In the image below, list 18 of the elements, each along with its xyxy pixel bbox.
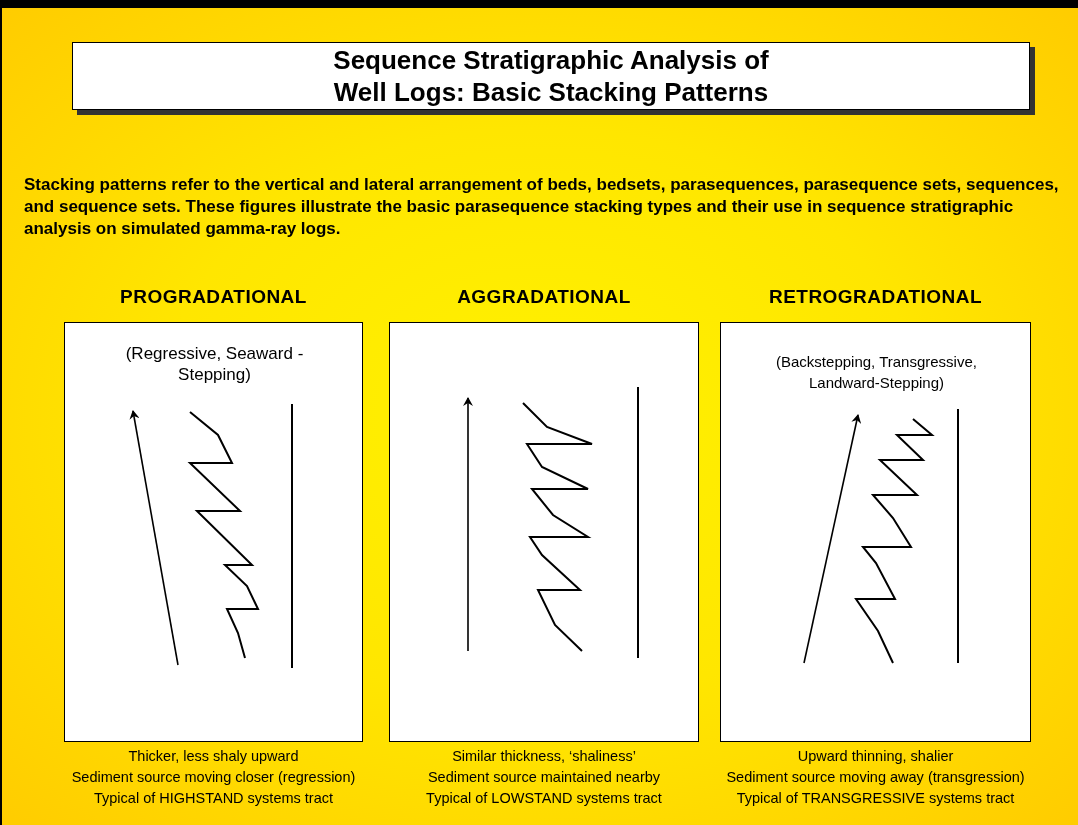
log-panel <box>389 322 699 742</box>
caption-line: Sediment source moving closer (regression) <box>71 768 356 787</box>
panel-heading: AGGRADATIONAL <box>456 285 632 309</box>
log-panel <box>64 322 363 742</box>
caption-line: Sediment source moving away (transgression) <box>726 768 1025 787</box>
panel-heading: PROGRADATIONAL <box>119 285 308 309</box>
caption-line: Similar thickness, ‘shaliness’ <box>452 747 636 766</box>
caption-line: Typical of HIGHSTAND systems tract <box>94 789 333 808</box>
intro-paragraph: Stacking patterns refer to the vertical and lateral arrangement of beds, bedsets, parasequences, parasequence sets, sequences, and sequence sets. These figures illustrate the basic parasequence stacking types and their use in sequence stratigraphic analysis on simulated gamma-ray logs. <box>24 174 1060 240</box>
panel-subtitle: (Backstepping, Transgressive, Landward-Stepping) <box>775 352 978 393</box>
caption-line: Typical of LOWSTAND systems tract <box>426 789 662 808</box>
caption-line: Thicker, less shaly upward <box>128 747 299 766</box>
log-panel <box>720 322 1031 742</box>
panel-subtitle: (Regressive, Seaward - Stepping) <box>124 343 305 385</box>
caption-line: Typical of TRANSGRESSIVE systems tract <box>736 789 1015 808</box>
panel-heading: RETROGRADATIONAL <box>767 285 984 309</box>
caption-line: Upward thinning, shalier <box>797 747 954 766</box>
caption-line: Sediment source maintained nearby <box>427 768 661 787</box>
